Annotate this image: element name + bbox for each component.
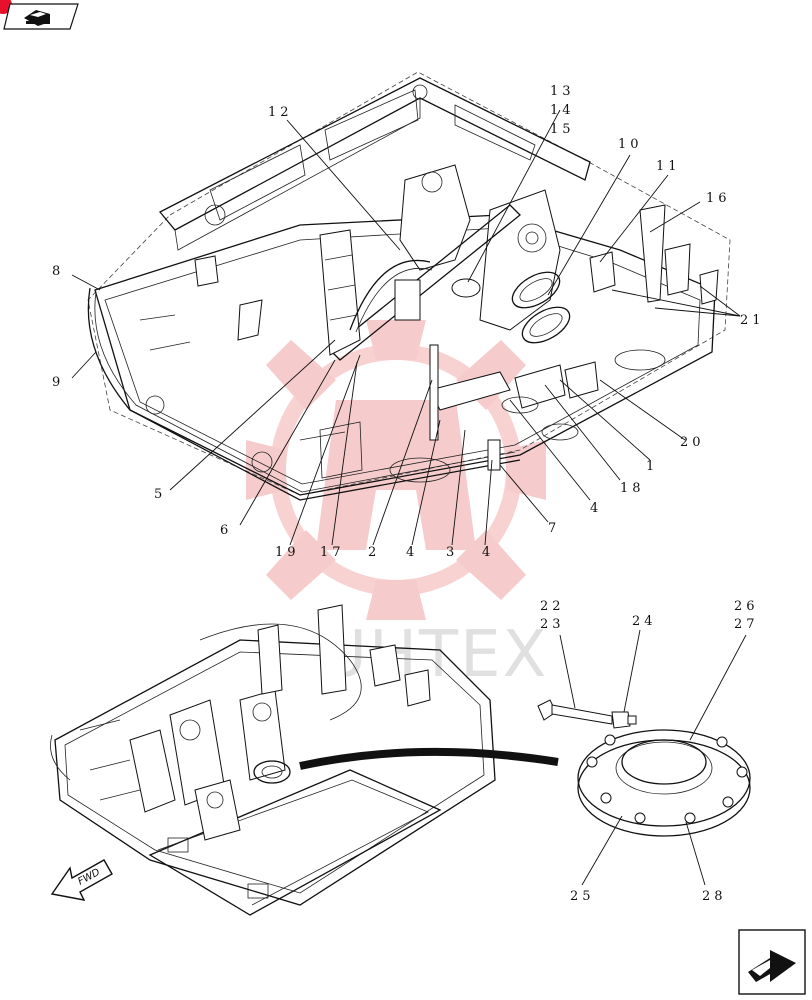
callout-16: 16 <box>706 191 731 206</box>
next-page-arrow-icon <box>748 950 796 982</box>
callout-24: 24 <box>632 614 657 629</box>
bolt-part <box>537 699 637 729</box>
watermark <box>246 320 546 620</box>
callout-14: 14 <box>550 103 575 118</box>
lower-frame-assembly: FWD <box>50 604 559 916</box>
callout-12: 12 <box>268 105 293 120</box>
callout-5: 5 <box>154 487 166 502</box>
callout-4b: 4 <box>482 545 494 560</box>
callout-22: 22 <box>540 599 565 614</box>
callout-4a: 4 <box>406 545 418 560</box>
callout-4c: 4 <box>590 501 602 516</box>
cover-plate-detail <box>537 699 751 837</box>
callout-28: 28 <box>702 889 727 904</box>
callout-8: 8 <box>52 264 64 279</box>
back-arrow-icon <box>24 10 50 26</box>
callout-17: 17 <box>320 545 345 560</box>
callout-6: 6 <box>220 523 232 538</box>
callout-26: 26 <box>734 599 759 614</box>
callout-18: 18 <box>620 481 645 496</box>
back-button[interactable] <box>0 0 79 30</box>
fwd-arrow-icon <box>50 859 113 901</box>
callout-21: 21 <box>740 313 765 328</box>
callout-13: 13 <box>550 84 575 99</box>
callout-27: 27 <box>734 617 759 632</box>
watermark-text: UHTEX <box>320 618 548 692</box>
callout-15: 15 <box>550 122 575 137</box>
callouts: 12 13 14 15 10 11 16 21 8 9 5 6 19 17 2 … <box>52 84 765 904</box>
callout-3: 3 <box>446 545 458 560</box>
callout-19: 19 <box>275 545 300 560</box>
callout-2: 2 <box>368 545 380 560</box>
callout-11: 11 <box>656 159 681 174</box>
next-page-button[interactable] <box>738 929 806 995</box>
upper-frame-assembly <box>87 71 731 501</box>
leader-lines-lower <box>559 629 747 886</box>
callout-7: 7 <box>548 521 560 536</box>
callout-9: 9 <box>52 375 64 390</box>
callout-10: 10 <box>618 137 643 152</box>
callout-1: 1 <box>646 459 658 474</box>
callout-20: 20 <box>680 435 705 450</box>
callout-23: 23 <box>540 617 565 632</box>
leader-lines-upper <box>71 109 741 546</box>
callout-25: 25 <box>570 889 595 904</box>
